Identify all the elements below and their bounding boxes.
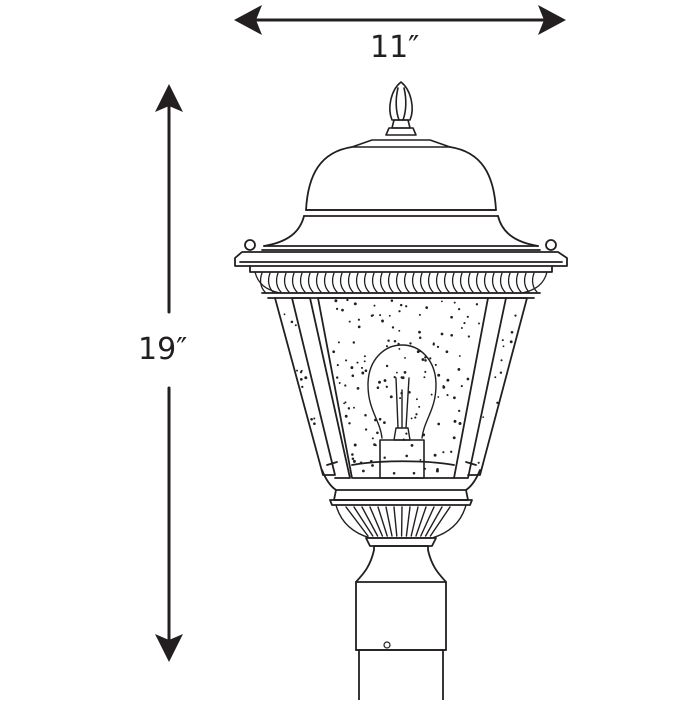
seeded-glass-panels (283, 298, 517, 475)
width-dimension-label: 11″ (370, 30, 420, 65)
post-fitter (355, 545, 447, 651)
bulb (367, 344, 437, 441)
lantern-frame (274, 297, 528, 506)
socket (379, 439, 425, 479)
post (358, 649, 444, 701)
dome-cap (261, 146, 541, 251)
width-dimension-arrow (234, 5, 566, 35)
finial (351, 81, 451, 148)
canopy-rim (234, 239, 568, 273)
fluted-gallery (254, 271, 548, 299)
fluted-bottom-bowl (335, 504, 467, 547)
height-dimension-arrow (155, 84, 183, 662)
height-dimension-label: 19″ (138, 332, 188, 367)
